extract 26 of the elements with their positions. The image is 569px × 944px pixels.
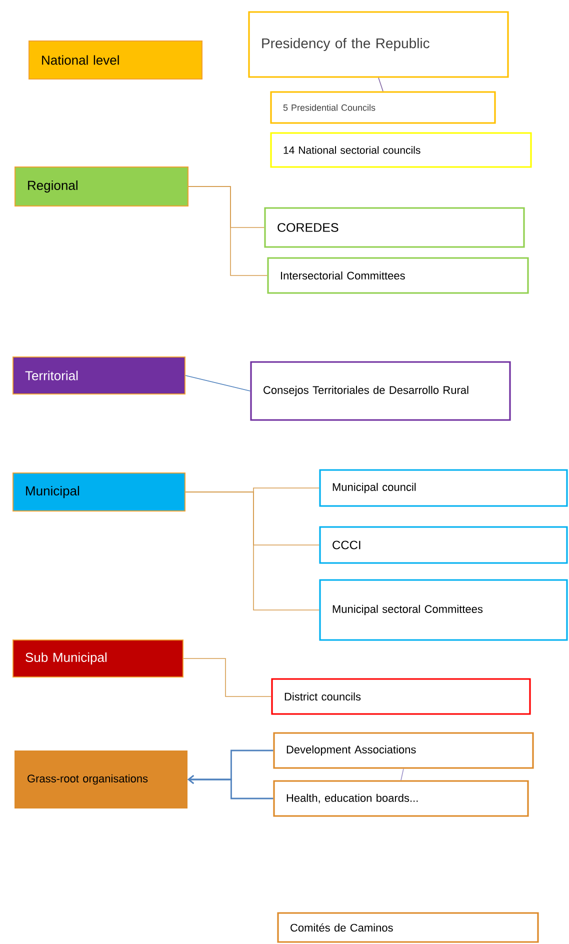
council-box: Consejos Territoriales de Desarrollo Rural xyxy=(250,361,511,421)
council-box: Municipal sectoral Committees xyxy=(319,579,568,641)
council-box: CCCI xyxy=(319,526,568,564)
council-box: Development Associations xyxy=(273,732,534,769)
council-box: Municipal council xyxy=(319,469,568,507)
council-box: Comités de Caminos xyxy=(277,912,539,943)
connector-line xyxy=(188,186,268,276)
council-box: 14 National sectorial councils xyxy=(270,132,532,168)
connector-line xyxy=(188,774,274,800)
level-box: Territorial xyxy=(12,356,186,394)
council-box: COREDES xyxy=(264,207,525,248)
level-box: Municipal xyxy=(12,472,186,512)
connector-line xyxy=(183,658,272,697)
council-box: Health, education boards... xyxy=(273,780,529,817)
level-box: Grass-root organisations xyxy=(14,750,188,808)
connector-line xyxy=(400,768,404,781)
level-box: National level xyxy=(28,40,202,80)
connector-line xyxy=(378,77,384,92)
connector-line xyxy=(185,375,251,392)
level-box: Regional xyxy=(14,166,188,206)
level-box: Sub Municipal xyxy=(12,640,184,678)
connector-line xyxy=(185,492,320,610)
council-box: Presidency of the Republic xyxy=(248,11,509,78)
council-box: Intersectorial Committees xyxy=(267,257,529,294)
council-box: 5 Presidential Councils xyxy=(270,91,496,124)
council-box: District councils xyxy=(271,678,531,715)
